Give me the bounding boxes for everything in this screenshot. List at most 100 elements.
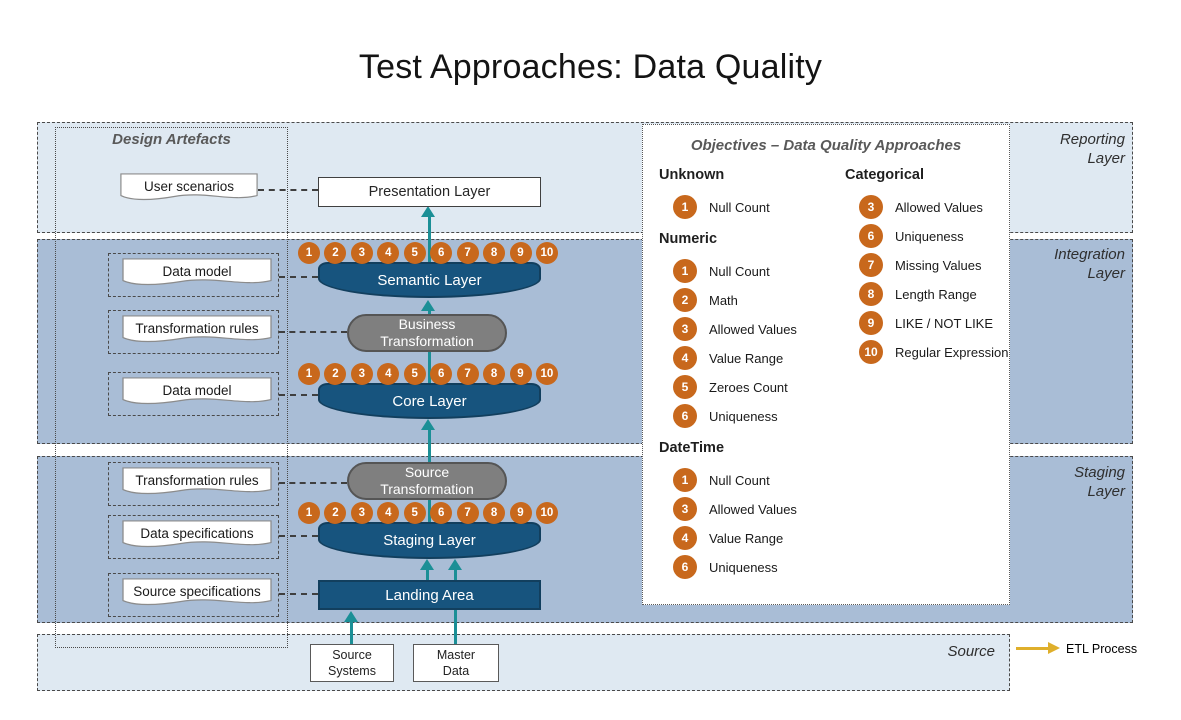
number-badge: 10: [535, 242, 558, 264]
landing-area-box: Landing Area: [318, 580, 541, 610]
number-badge: 4: [673, 526, 697, 550]
number-badge: 7: [456, 502, 479, 524]
number-badge: 2: [324, 502, 347, 524]
objective-label: Uniqueness: [709, 408, 778, 424]
number-badge: 6: [859, 224, 883, 248]
number-badge: 1: [673, 259, 697, 283]
document-shape-icon: [122, 578, 272, 606]
artefact-doc-data-model-2: Data model: [122, 377, 272, 408]
artefact-frame: [108, 372, 279, 416]
number-badge: 2: [324, 363, 347, 385]
number-badge: 4: [377, 242, 400, 264]
artefact-label: User scenarios: [143, 179, 235, 194]
source-layer-band: [37, 634, 1010, 691]
number-badge: 9: [859, 311, 883, 335]
number-badge: 3: [350, 242, 373, 264]
master-data-box: Master Data: [413, 644, 499, 682]
dashed-connector: [279, 593, 318, 595]
business-transformation-ellipse: Business Transformation: [347, 314, 507, 352]
artefact-label: Transformation rules: [135, 473, 259, 488]
core-layer-cylinder: Core Layer: [318, 383, 541, 419]
number-badge: 8: [483, 502, 506, 524]
objective-label: Allowed Values: [709, 501, 797, 517]
artefact-doc-source-specifications: Source specifications: [122, 578, 272, 609]
number-badge: 8: [483, 242, 506, 264]
page-title: Test Approaches: Data Quality: [358, 48, 823, 86]
number-badge: 2: [673, 288, 697, 312]
document-shape-icon: [120, 173, 258, 201]
objectives-group-heading: Numeric: [659, 231, 718, 247]
number-badge: 5: [403, 242, 426, 264]
number-badge: 9: [509, 363, 532, 385]
objective-item: 6 Uniqueness: [859, 224, 1010, 248]
up-arrowhead: [421, 419, 435, 430]
number-badge: 3: [673, 317, 697, 341]
number-badge: 6: [430, 363, 453, 385]
number-badge: 7: [456, 363, 479, 385]
number-badge: 5: [403, 502, 426, 524]
number-badge: 2: [324, 242, 347, 264]
presentation-layer-box: Presentation Layer: [318, 177, 541, 207]
number-badge: 3: [350, 363, 373, 385]
number-badge: 6: [430, 502, 453, 524]
source-layer-label: Source: [947, 643, 995, 660]
objective-item: 4 Value Range: [673, 526, 844, 550]
number-badge: 1: [298, 242, 320, 264]
artefact-frame: [108, 310, 279, 354]
number-badge: 4: [673, 346, 697, 370]
number-badge: 1: [298, 363, 320, 385]
artefact-doc-transformation-rules-2: Transformation rules: [122, 467, 272, 498]
objective-label: Null Count: [709, 263, 770, 279]
artefact-label: Data model: [162, 264, 232, 279]
objective-label: Uniqueness: [709, 559, 778, 575]
reporting-layer-label: Reporting Layer: [1059, 131, 1125, 167]
flow-line: [428, 216, 431, 262]
up-arrowhead: [421, 206, 435, 217]
objective-label: Value Range: [709, 530, 784, 546]
artefact-frame: [108, 253, 279, 297]
source-systems-box: Source Systems: [310, 644, 394, 682]
artefact-doc-data-specifications: Data specifications: [122, 520, 272, 551]
objective-label: Regular Expression: [895, 344, 1009, 360]
objective-label: Allowed Values: [895, 199, 983, 215]
semantic-layer-cylinder: Semantic Layer: [318, 262, 541, 298]
number-badge: 6: [430, 242, 453, 264]
design-artefacts-lane: [55, 127, 288, 648]
dashed-connector: [279, 535, 318, 537]
objective-label: Zeroes Count: [709, 379, 788, 395]
up-arrowhead: [344, 611, 358, 622]
objective-label: Missing Values: [895, 257, 982, 273]
document-shape-icon: [122, 520, 272, 548]
artefact-frame: [108, 573, 279, 617]
etl-process-label: ETL Process: [1066, 642, 1138, 656]
etl-arrow-line: [1016, 647, 1048, 650]
number-badge: 5: [403, 363, 426, 385]
artefact-doc-user-scenarios: User scenarios: [120, 173, 258, 204]
artefact-label: Data specifications: [140, 526, 254, 541]
artefact-label: Source specifications: [133, 584, 261, 599]
number-badge: 4: [377, 502, 400, 524]
objective-label: Length Range: [895, 286, 977, 302]
objective-label: Allowed Values: [709, 321, 797, 337]
objectives-panel: Objectives – Data Quality Approaches Unk…: [642, 124, 1010, 605]
flow-line: [350, 621, 353, 644]
source-systems-label: Source Systems: [328, 648, 376, 678]
staging-layer-label: Staging Layer: [1074, 464, 1125, 500]
objectives-group-heading: DateTime: [659, 440, 725, 456]
objective-item: 1 Null Count: [673, 259, 844, 283]
objective-label: Uniqueness: [895, 228, 964, 244]
number-badge: 10: [535, 502, 558, 524]
dashed-connector: [279, 331, 347, 333]
